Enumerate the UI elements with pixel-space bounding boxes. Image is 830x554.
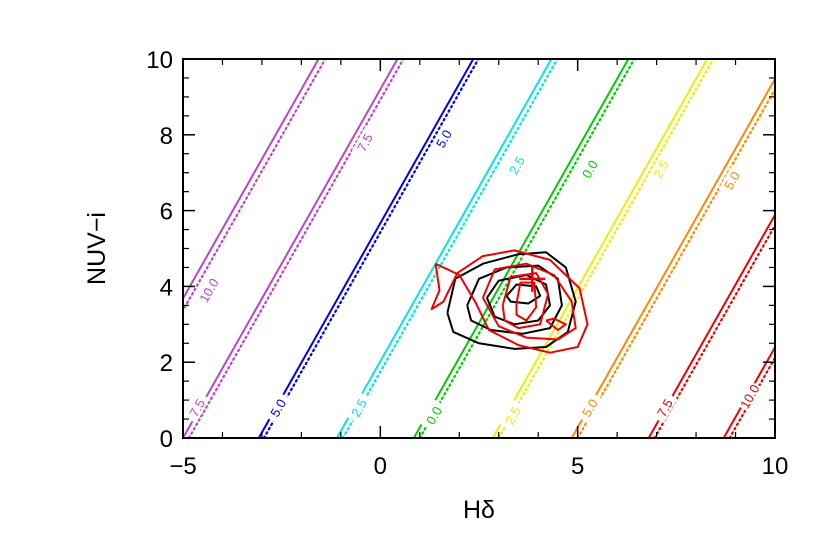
iso-line-solid-1 — [183, 59, 399, 438]
line-label-bg — [345, 392, 372, 424]
iso-line-solid-4 — [413, 59, 630, 438]
line-label-bg — [195, 274, 222, 306]
iso-line-dotted-3 — [341, 59, 559, 438]
line-label-bg — [576, 392, 603, 424]
line-label-bg — [499, 399, 526, 431]
y-tick-label: 6 — [160, 199, 173, 226]
iso-line-dotted-8 — [728, 355, 775, 438]
line-label-bg — [430, 122, 457, 155]
iso-line-solid-7 — [647, 212, 775, 438]
x-tick-label: 5 — [571, 453, 584, 480]
cross-marker-0 — [519, 265, 546, 292]
line-label-bg — [264, 392, 291, 424]
y-tick-label: 4 — [160, 274, 173, 301]
red-contour-5 — [481, 262, 577, 341]
density-contours — [430, 249, 589, 354]
black-contour-2 — [485, 274, 551, 326]
black-contour-1 — [466, 264, 563, 335]
iso-line-solid-6 — [570, 76, 775, 438]
iso-lines — [183, 59, 775, 438]
red-contour-7 — [515, 281, 538, 322]
iso-line-solid-5 — [491, 59, 709, 438]
markers — [519, 265, 546, 292]
iso-line-dotted-2 — [262, 59, 480, 438]
x-tick-label: −5 — [169, 453, 196, 480]
x-tick-label: 0 — [374, 453, 387, 480]
line-label-bg — [651, 392, 678, 424]
y-axis-title: NUV−i — [83, 212, 111, 285]
iso-line-solid-3 — [336, 59, 553, 438]
y-tick-label: 8 — [160, 123, 173, 150]
y-tick-label: 10 — [146, 47, 173, 74]
line-label-bg — [503, 149, 530, 181]
x-tick-label: 10 — [762, 453, 789, 480]
line-label-bg — [736, 380, 763, 412]
line-label-bg — [183, 392, 210, 424]
iso-line-solid-2 — [257, 59, 475, 438]
line-label-bg — [351, 126, 378, 159]
red-contour-8 — [545, 317, 567, 331]
x-axis-title: Hδ — [463, 496, 495, 524]
black-contour-0 — [446, 251, 577, 350]
iso-line-dotted-0 — [183, 59, 327, 313]
iso-line-dotted-5 — [497, 59, 715, 438]
y-tick-label: 0 — [160, 426, 173, 453]
iso-line-dotted-1 — [187, 59, 405, 438]
black-contour-3 — [505, 283, 542, 305]
iso-line-solid-0 — [183, 59, 320, 301]
red-contour-6 — [501, 272, 550, 330]
line-label-bg — [647, 153, 674, 185]
line-label-bg — [718, 164, 745, 196]
iso-line-dotted-7 — [653, 223, 775, 438]
y-tick-label: 2 — [160, 350, 173, 377]
line-label-bg — [576, 153, 603, 185]
iso-line-dotted-6 — [576, 87, 775, 438]
iso-line-dotted-4 — [418, 59, 636, 438]
red-contour-4 — [430, 249, 589, 354]
line-label-bg — [420, 399, 447, 431]
iso-line-solid-8 — [722, 345, 775, 438]
